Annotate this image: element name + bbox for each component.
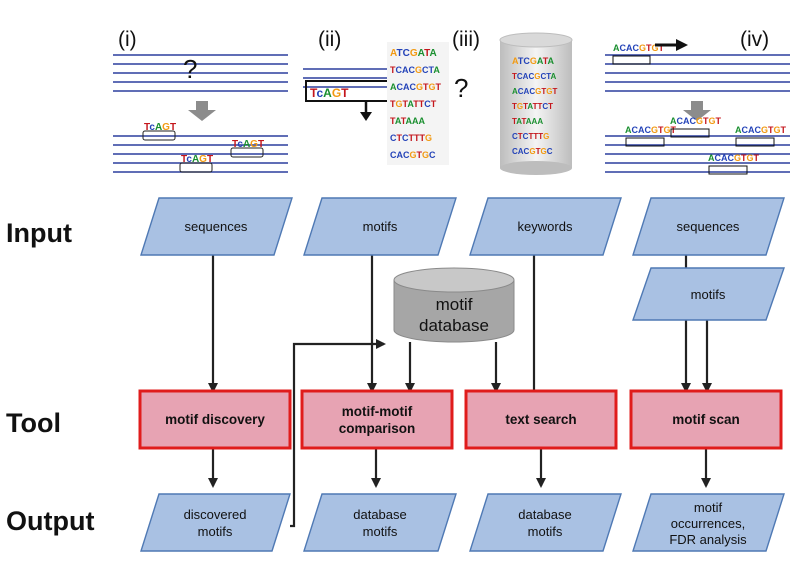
output-node-iii: database motifs xyxy=(469,493,622,552)
output-node-i: discovered motifs xyxy=(140,493,291,552)
row-label-input: Input xyxy=(6,218,72,248)
svg-text:database: database xyxy=(353,507,407,522)
input-node-ii: motifs xyxy=(303,197,457,256)
output-node-iv: motif occurrences, FDR analysis xyxy=(632,493,785,552)
svg-text:comparison: comparison xyxy=(339,421,416,436)
sequence-logo-icon: TcAGT xyxy=(310,86,349,100)
svg-text:ACACGTGT: ACACGTGT xyxy=(613,43,665,53)
motif-database-cylinder-icon: motif database xyxy=(393,267,515,343)
svg-text:TcAGT: TcAGT xyxy=(144,122,176,133)
svg-text:ACACGTGT: ACACGTGT xyxy=(625,125,677,135)
svg-text:motif-motif: motif-motif xyxy=(342,404,413,419)
svg-text:ACACGTGT: ACACGTGT xyxy=(512,87,557,96)
row-label-output: Output xyxy=(6,506,94,536)
database-label-line1: motif xyxy=(436,295,473,314)
right-arrow-icon xyxy=(655,39,688,51)
input-node-iv-sequences: sequences xyxy=(632,197,785,256)
motif-database-cylinder-icon: ATCGATA TCACGCTA ACACGTGT TGTATTCT TATAA… xyxy=(499,32,573,175)
svg-text:motifs: motifs xyxy=(363,524,398,539)
input-node-i: sequences xyxy=(140,197,293,256)
sequence-logo-icon: ATCGATA TCACGCTA ACACGTGT TGTATTCT TATAA… xyxy=(387,42,449,165)
sequence-logo-icon: ACACGTGT ACACGTGT ACACGTGT ACACGTGT xyxy=(625,116,787,175)
sequence-logo-icon: ACACGTGT xyxy=(612,43,665,65)
svg-text:CACGTGC: CACGTGC xyxy=(390,150,436,160)
svg-text:motif scan: motif scan xyxy=(672,412,740,427)
svg-text:FDR analysis: FDR analysis xyxy=(669,532,747,547)
svg-text:database: database xyxy=(518,507,572,522)
svg-text:ACACGTGT: ACACGTGT xyxy=(735,125,787,135)
input-label: motifs xyxy=(363,219,398,234)
panel-label-iii: (iii) xyxy=(452,28,480,51)
tool-node-iv: motif scan xyxy=(629,389,783,450)
tool-node-i: motif discovery xyxy=(138,389,292,450)
svg-text:CACGTGC: CACGTGC xyxy=(512,147,553,156)
svg-text:ACACGTGT: ACACGTGT xyxy=(390,82,442,92)
down-arrow-icon xyxy=(360,101,372,121)
sequence-lines-icon xyxy=(605,54,790,92)
svg-text:CTCTTTG: CTCTTTG xyxy=(512,132,549,141)
svg-text:occurrences,: occurrences, xyxy=(671,516,745,531)
input-node-iii: keywords xyxy=(469,197,622,256)
panel-label-i: (i) xyxy=(118,28,137,51)
svg-text:discovered: discovered xyxy=(184,507,247,522)
svg-text:TGTATTCT: TGTATTCT xyxy=(390,99,437,109)
svg-text:ACACGTGT: ACACGTGT xyxy=(708,153,760,163)
input-node-iv-motifs: motifs xyxy=(632,267,785,321)
svg-text:TcAGT: TcAGT xyxy=(181,154,213,165)
svg-text:ATCGATA: ATCGATA xyxy=(512,56,555,66)
svg-text:TcAGT: TcAGT xyxy=(232,139,264,150)
down-arrow-icon xyxy=(188,101,216,121)
arrow-discovered-motifs-to-comparison xyxy=(290,339,386,528)
svg-text:text search: text search xyxy=(505,412,576,427)
svg-text:TATAAA: TATAAA xyxy=(512,117,543,126)
svg-text:ATCGATA: ATCGATA xyxy=(390,48,437,59)
down-arrow-icon xyxy=(683,101,711,121)
input-label: sequences xyxy=(677,219,740,234)
input-label: keywords xyxy=(518,219,573,234)
input-label: motifs xyxy=(691,287,726,302)
svg-text:motif discovery: motif discovery xyxy=(165,412,265,427)
input-label: sequences xyxy=(185,219,248,234)
svg-text:motifs: motifs xyxy=(198,524,233,539)
sequence-lines-icon xyxy=(113,54,288,92)
row-label-tool: Tool xyxy=(6,408,61,438)
svg-text:TGTATTCT: TGTATTCT xyxy=(512,102,553,111)
output-node-ii: database motifs xyxy=(303,493,457,552)
svg-text:CTCTTTG: CTCTTTG xyxy=(390,133,432,143)
svg-text:TATAAA: TATAAA xyxy=(390,116,426,126)
question-mark: ? xyxy=(454,73,468,103)
database-label-line2: database xyxy=(419,316,489,335)
panel-label-iv: (iv) xyxy=(740,28,769,51)
svg-text:motifs: motifs xyxy=(528,524,563,539)
question-mark: ? xyxy=(183,54,197,84)
svg-text:motif: motif xyxy=(694,500,723,515)
panel-label-ii: (ii) xyxy=(318,28,341,51)
svg-text:TCACGCTA: TCACGCTA xyxy=(512,72,557,81)
svg-text:ACACGTGT: ACACGTGT xyxy=(670,116,722,126)
tool-node-ii: motif-motif comparison xyxy=(300,389,454,450)
svg-text:TCACGCTA: TCACGCTA xyxy=(390,65,440,75)
connectors xyxy=(208,255,712,528)
sequence-lines-icon xyxy=(605,135,790,173)
sequence-logo-icon: TcAGT TcAGT TcAGT xyxy=(142,122,264,173)
tool-node-iii: text search xyxy=(464,389,618,450)
